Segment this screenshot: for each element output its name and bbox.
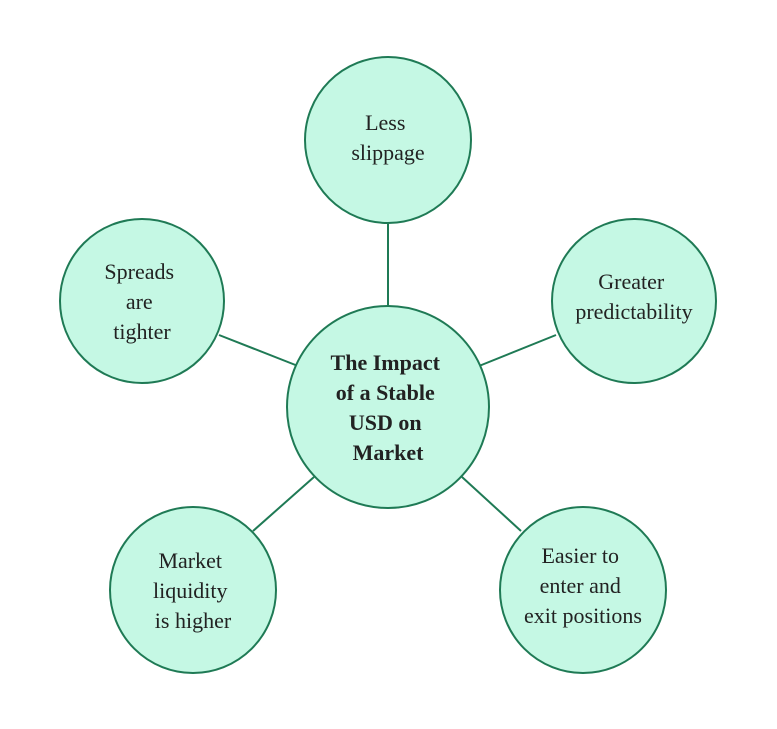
node-circle xyxy=(499,506,667,674)
node-label-line: slippage xyxy=(351,140,424,165)
node-label-line: are xyxy=(126,289,153,314)
node-greater-predictability: Greater predictability xyxy=(551,218,717,384)
node-less-slippage: Less slippage xyxy=(304,56,472,224)
node-label-line: Market xyxy=(158,548,222,573)
center-node: The Impact of a Stable USD on Market xyxy=(286,305,490,509)
node-label: Greater predictability xyxy=(575,269,692,324)
node-label: Market liquidity is higher xyxy=(153,548,233,633)
center-title: The Impact of a Stable USD on Market xyxy=(331,350,446,465)
center-title-line: Market xyxy=(353,440,425,465)
node-label-line: Greater xyxy=(598,269,665,294)
node-label-line: exit positions xyxy=(524,603,642,628)
node-circle xyxy=(59,218,225,384)
center-circle xyxy=(286,305,490,509)
connector-bottom-right xyxy=(461,476,522,532)
connector-right xyxy=(478,334,557,367)
node-label-line: Spreads xyxy=(104,259,174,284)
node-label: Less slippage xyxy=(351,110,424,165)
node-label-line: predictability xyxy=(575,299,692,324)
node-label-line: Less xyxy=(365,110,405,135)
node-spreads-tighter: Spreads are tighter xyxy=(59,218,225,384)
center-title-line: of a Stable xyxy=(336,380,435,405)
node-easier-to-enter-exit: Easier to enter and exit positions xyxy=(499,506,667,674)
node-circle xyxy=(551,218,717,384)
center-title-line: USD on xyxy=(349,410,422,435)
node-label: Spreads are tighter xyxy=(104,259,179,344)
node-label: Easier to enter and exit positions xyxy=(524,543,642,628)
node-label-line: enter and xyxy=(540,573,621,598)
node-circle xyxy=(109,506,277,674)
node-label-line: Easier to xyxy=(541,543,619,568)
node-label-line: is higher xyxy=(155,608,232,633)
node-label-line: tighter xyxy=(113,319,171,344)
connector-bottom-left xyxy=(252,476,315,532)
node-label-line: liquidity xyxy=(153,578,228,603)
connector-left xyxy=(218,334,299,367)
node-market-liquidity: Market liquidity is higher xyxy=(109,506,277,674)
center-title-line: The Impact xyxy=(331,350,441,375)
node-circle xyxy=(304,56,472,224)
